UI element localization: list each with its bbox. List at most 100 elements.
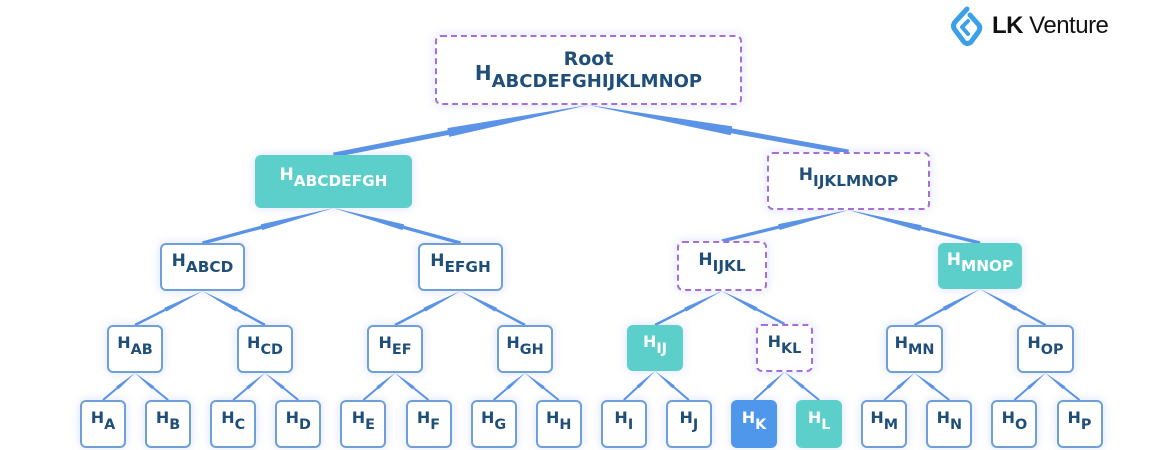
hash-subscript: N — [949, 416, 963, 433]
hash-subscript: F — [430, 416, 441, 433]
root-node: Root HABCDEFGHIJKLMNOP — [435, 35, 742, 105]
edge-l3-6-to-leaf-12 — [883, 373, 915, 401]
leaf-node-h-o: HO — [991, 400, 1038, 448]
node-h-op: HOP — [1017, 325, 1074, 373]
hash-subscript: IJ — [656, 340, 668, 357]
edge-l3-5-to-leaf-10 — [753, 372, 785, 401]
edge-l3-0-to-leaf-0 — [102, 373, 135, 401]
edge-l2-0-to-l3-1 — [202, 291, 266, 327]
edge-l2-2-to-l3-5 — [722, 291, 786, 326]
edge-l3-5-to-leaf-11 — [784, 372, 820, 401]
hash-subscript: EFGH — [444, 257, 491, 276]
leaf-node-h-d: HD — [275, 400, 322, 448]
leaf-node-h-l: HL — [796, 400, 843, 448]
hash-subscript: H — [559, 416, 572, 433]
hash-prefix: H — [285, 408, 300, 428]
edge-l3-1-to-leaf-2 — [232, 373, 265, 401]
hash-subscript: I — [627, 416, 634, 433]
hash-prefix: H — [1001, 408, 1015, 428]
node-h-mnop: HMNOP — [938, 243, 1022, 289]
edge-l2-3-to-l3-7 — [980, 289, 1047, 327]
hash-prefix: H — [416, 408, 431, 428]
hash-subscript: G — [494, 416, 507, 433]
hash-prefix: H — [247, 333, 261, 353]
edge-l3-0-to-leaf-1 — [135, 373, 169, 401]
hash-subscript: L — [821, 416, 831, 433]
hash-prefix: H — [679, 408, 693, 428]
edge-l3-1-to-leaf-3 — [265, 373, 299, 401]
node-h-kl: HKL — [756, 324, 813, 372]
hash-subscript: J — [692, 416, 699, 433]
edge-l2-3-to-l3-6 — [913, 289, 980, 327]
hash-prefix: H — [741, 408, 756, 428]
hash-prefix: H — [767, 332, 782, 352]
hash-subscript: CD — [260, 341, 283, 358]
hash-prefix: H — [351, 408, 366, 428]
brand-logo: LK Venture — [950, 6, 1109, 46]
edge-root-to-ijklmnop — [588, 105, 849, 155]
hash-subscript: C — [234, 416, 246, 433]
hash-prefix: H — [155, 408, 170, 428]
root-hash-label: HABCDEFGHIJKLMNOP — [475, 63, 703, 92]
leaf-node-h-g: HG — [470, 400, 517, 448]
hash-prefix: H — [1067, 408, 1081, 428]
node-h-ef: HEF — [367, 325, 423, 373]
hash-prefix: H — [807, 408, 822, 428]
node-h-abcd: HABCD — [160, 243, 245, 291]
hash-prefix: H — [870, 408, 884, 428]
hash-prefix: H — [221, 408, 235, 428]
edge-ijklmnop-to-ijkl — [721, 210, 849, 243]
hash-subscript: IJKL — [712, 256, 746, 275]
leaf-node-h-h: HH — [535, 400, 582, 448]
hash-prefix: H — [894, 333, 908, 353]
edge-root-to-abcdefgh — [333, 105, 589, 158]
leaf-node-h-a: HA — [80, 400, 126, 448]
leaf-node-h-m: HM — [861, 400, 908, 448]
hash-prefix: H — [642, 332, 657, 352]
node-h-cd: HCD — [237, 325, 293, 373]
hash-prefix: H — [430, 250, 445, 271]
hash-prefix: H — [117, 333, 131, 353]
hash-prefix: H — [614, 408, 628, 428]
edge-l2-0-to-l3-0 — [134, 291, 203, 327]
edge-l3-7-to-leaf-14 — [1013, 373, 1046, 401]
hash-prefix: H — [90, 408, 105, 428]
hash-subscript: ABCDEFGH — [293, 172, 388, 190]
hash-subscript: E — [365, 416, 375, 433]
node-h-mn: HMN — [886, 325, 943, 373]
edge-l3-7-to-leaf-15 — [1045, 373, 1081, 401]
edge-ijklmnop-to-mnop — [848, 210, 981, 245]
hash-prefix: H — [1027, 333, 1041, 353]
edge-l3-4-to-leaf-9 — [655, 371, 690, 401]
hash-prefix: H — [279, 165, 294, 186]
hash-prefix: H — [474, 60, 492, 85]
hash-subscript: K — [755, 416, 767, 433]
edge-abcdefgh-to-abcd — [202, 208, 334, 245]
hash-subscript: B — [169, 416, 181, 433]
leaf-node-h-b: HB — [145, 400, 192, 448]
lk-venture-logo-icon — [951, 6, 983, 46]
hash-prefix: H — [545, 408, 560, 428]
node-h-ijkl: HIJKL — [677, 241, 767, 291]
hash-prefix: H — [506, 333, 520, 353]
node-h-ab: HAB — [107, 325, 163, 373]
node-h-efgh: HEFGH — [418, 243, 503, 291]
hash-prefix: H — [936, 408, 950, 428]
edge-l2-2-to-l3-4 — [654, 291, 722, 327]
hash-subscript: ABCDEFGHIJKLMNOP — [491, 70, 703, 92]
node-h-abcdefgh: HABCDEFGH — [255, 155, 412, 208]
hash-subscript: O — [1014, 416, 1028, 433]
leaf-node-h-p: HP — [1056, 400, 1103, 448]
hash-subscript: ABCD — [185, 257, 234, 276]
hash-prefix: H — [378, 333, 392, 353]
leaf-node-h-f: HF — [405, 400, 452, 448]
hash-subscript: M — [883, 416, 899, 433]
leaf-node-h-j: HJ — [665, 400, 712, 448]
hash-subscript: P — [1080, 416, 1092, 433]
leaf-node-h-i: HI — [600, 400, 647, 448]
hash-prefix: H — [171, 250, 186, 271]
hash-subscript: D — [299, 416, 311, 433]
root-title: Root — [563, 47, 614, 70]
node-h-gh: HGH — [497, 325, 553, 373]
